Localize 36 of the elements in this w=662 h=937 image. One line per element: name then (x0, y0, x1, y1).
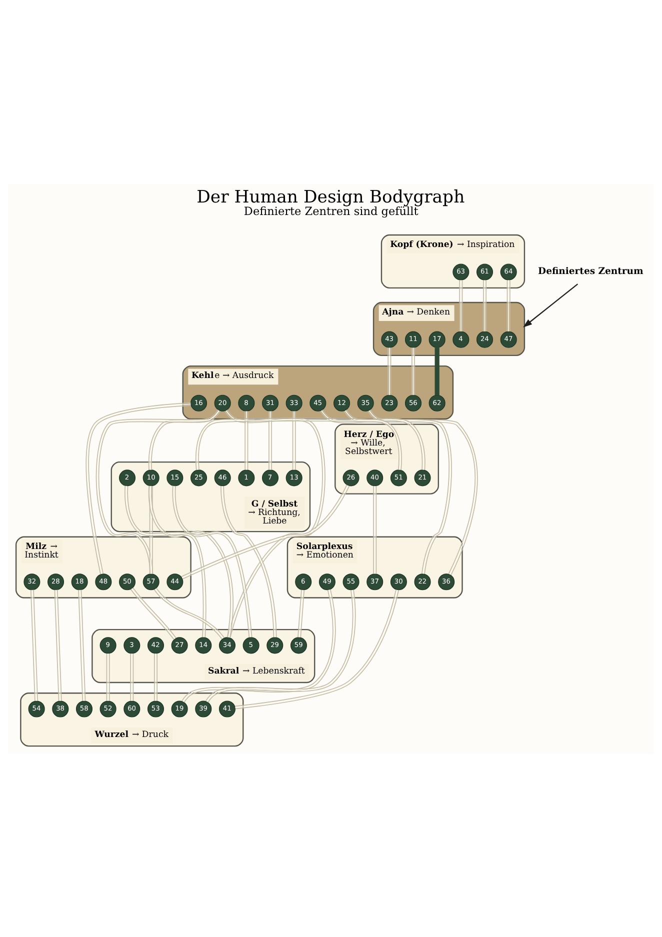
connector (268, 410, 272, 470)
connector (86, 402, 192, 574)
connector (154, 587, 225, 640)
connector (148, 408, 221, 470)
diagram-title: Der Human Design Bodygraph (196, 186, 465, 207)
connector (292, 410, 296, 470)
connector (483, 279, 486, 332)
connector (130, 586, 176, 640)
connector (459, 279, 463, 332)
connector (506, 279, 510, 332)
connector (224, 408, 326, 638)
node-text: Definiertes Zentrum (538, 265, 644, 276)
connector (298, 588, 305, 638)
connector (130, 652, 134, 701)
connector (373, 485, 377, 574)
connector (172, 484, 252, 638)
connector (149, 485, 153, 574)
connector (220, 485, 277, 638)
connector (320, 408, 426, 470)
connector (434, 347, 440, 395)
connector (148, 484, 234, 638)
connector (412, 346, 415, 396)
connector (106, 652, 110, 701)
connector (182, 588, 336, 702)
connector (124, 484, 206, 638)
connector (78, 588, 86, 701)
connector (388, 346, 392, 396)
connector (181, 484, 350, 579)
connector (96, 408, 221, 574)
connector (244, 410, 248, 470)
connector (154, 652, 158, 701)
connector (30, 588, 38, 701)
connector (54, 588, 62, 701)
connector (234, 588, 400, 709)
arrow (523, 283, 578, 327)
connector (195, 417, 402, 470)
